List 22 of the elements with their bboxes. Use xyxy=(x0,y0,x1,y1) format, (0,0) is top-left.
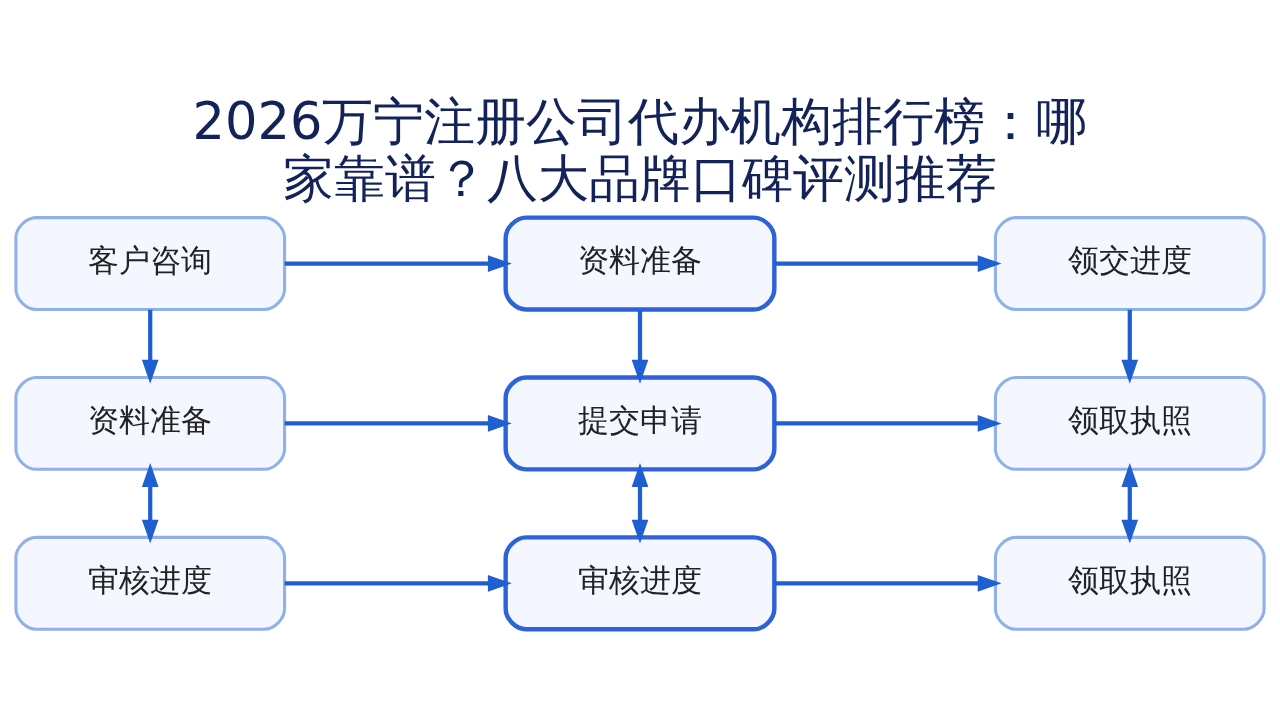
arrow xyxy=(141,462,159,543)
arrow xyxy=(1121,309,1139,384)
arrow xyxy=(774,574,1002,592)
node-box: 资料准备 xyxy=(503,214,777,312)
arrow xyxy=(284,574,512,592)
arrow xyxy=(284,414,512,432)
node-box: 领交进度 xyxy=(993,215,1266,311)
arrow xyxy=(631,309,649,384)
node-box: 审核进度 xyxy=(14,535,287,631)
arrow xyxy=(774,414,1002,432)
diagram-title: 2026万宁注册公司代办机构排行榜：哪家靠谱？八大品牌口碑评测推荐 xyxy=(192,91,1088,208)
node-box: 客户咨询 xyxy=(14,215,287,311)
arrow xyxy=(141,309,159,384)
arrow xyxy=(631,462,649,543)
node-box: 提交申请 xyxy=(503,374,777,472)
arrow xyxy=(1121,462,1139,543)
node-box: 领取执照 xyxy=(993,535,1266,631)
arrow xyxy=(774,254,1002,272)
node-box: 领取执照 xyxy=(993,375,1266,471)
arrow xyxy=(284,254,512,272)
node-box: 审核进度 xyxy=(503,534,777,631)
node-box: 资料准备 xyxy=(14,375,287,471)
